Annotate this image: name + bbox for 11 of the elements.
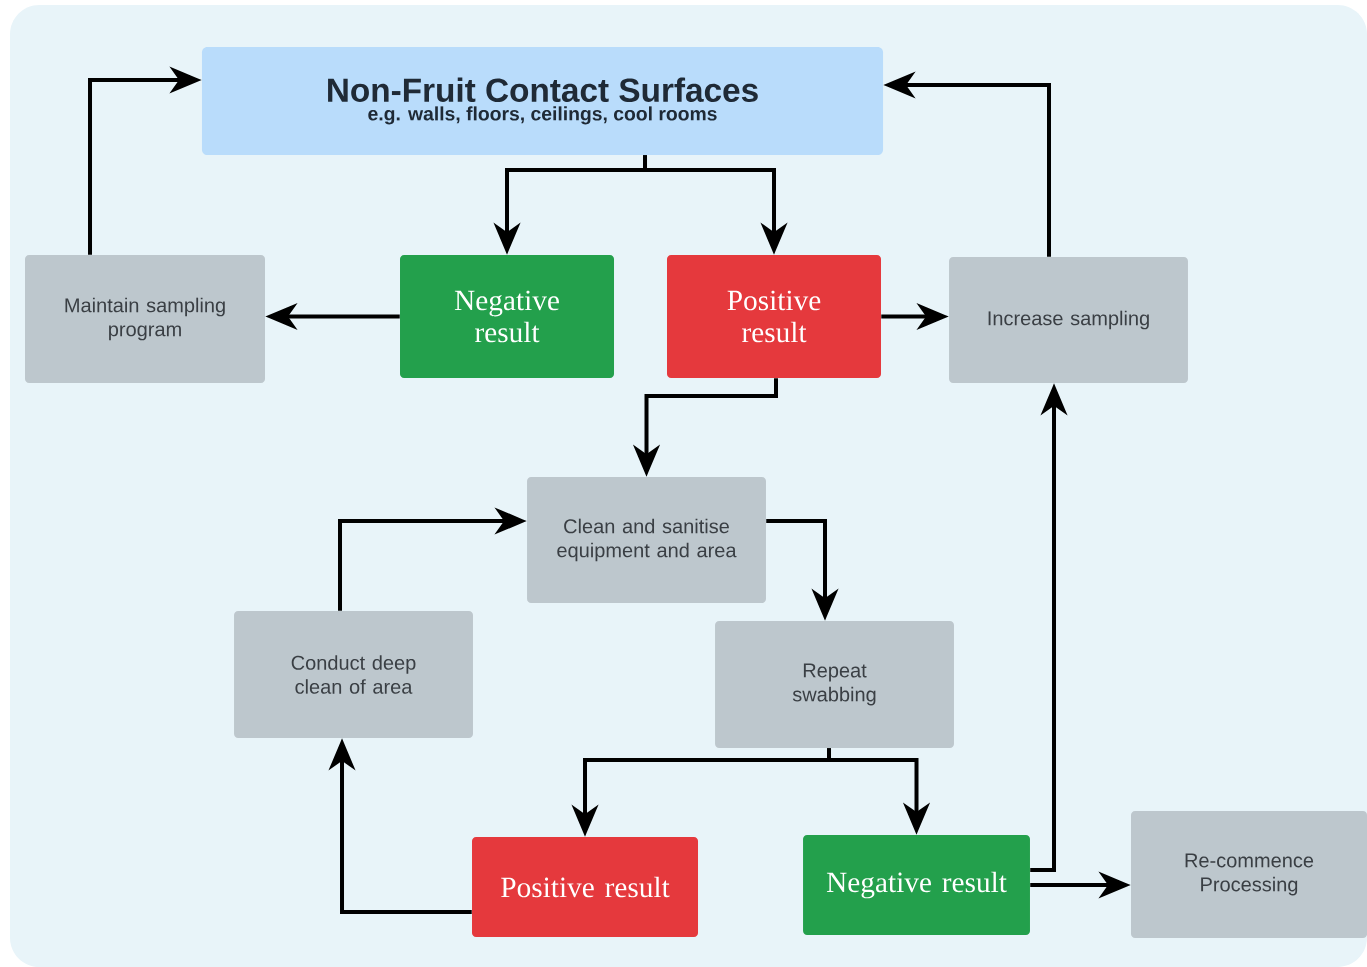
result-box: Negative result	[803, 835, 1030, 935]
process-box: Conduct deep clean of area	[234, 611, 473, 738]
result-box: Positive result	[667, 255, 881, 378]
process-box: Increase sampling	[949, 257, 1188, 383]
title-box: Non-Fruit Contact Surfaces e.g. walls, floors, ceilings, cool rooms	[202, 47, 884, 155]
process-box: Re-commence Processing	[1131, 811, 1367, 938]
result-box: Positive result	[472, 837, 698, 937]
process-box: Repeat swabbing	[715, 621, 954, 748]
process-box: Maintain sampling program	[25, 255, 265, 383]
process-box: Clean and sanitise equipment and area	[527, 477, 766, 603]
result-box: Negative result	[400, 255, 614, 378]
